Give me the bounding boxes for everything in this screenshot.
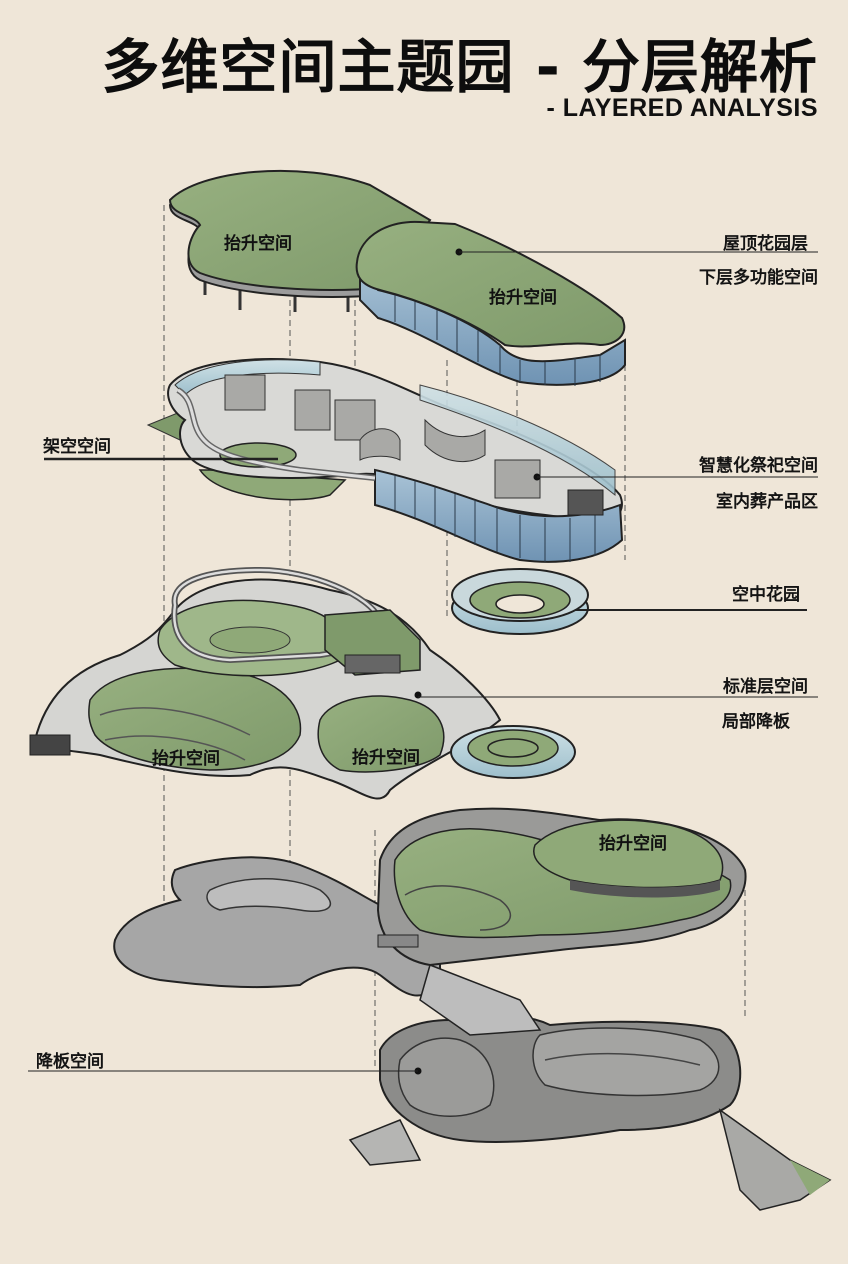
callout-overhead-space: 架空空间 xyxy=(43,437,111,457)
sky-garden-ring xyxy=(451,568,589,635)
roof-garden-layer xyxy=(168,169,626,386)
standard-floor-layer xyxy=(29,566,576,800)
raised-garden-area-label: 抬升空间 xyxy=(599,834,667,854)
callout-multi-function: 下层多功能空间 xyxy=(699,268,818,288)
standard-middle-area-label: 抬升空间 xyxy=(352,748,420,768)
roof-right-area-label: 抬升空间 xyxy=(489,288,557,308)
callout-standard-floor: 标准层空间 xyxy=(723,677,808,697)
callout-partial-lowered: 局部降板 xyxy=(722,712,790,732)
callout-indoor-products: 室内葬产品区 xyxy=(716,492,818,512)
page-title: 多维空间主题园 - 分层解析 xyxy=(101,33,818,101)
callout-sky-garden: 空中花园 xyxy=(732,585,800,605)
callout-leaders xyxy=(28,251,818,1072)
roof-left-area-label: 抬升空间 xyxy=(224,234,292,254)
callout-roof-garden: 屋顶花园层 xyxy=(723,234,808,254)
page-subtitle: - LAYERED ANALYSIS xyxy=(546,94,818,122)
callout-sunken-space: 降板空间 xyxy=(36,1052,104,1072)
interior-floor-layer xyxy=(146,358,624,563)
callout-smart-memorial: 智慧化祭祀空间 xyxy=(699,456,818,476)
raised-sunken-layer xyxy=(113,807,832,1211)
standard-left-area-label: 抬升空间 xyxy=(152,749,220,769)
